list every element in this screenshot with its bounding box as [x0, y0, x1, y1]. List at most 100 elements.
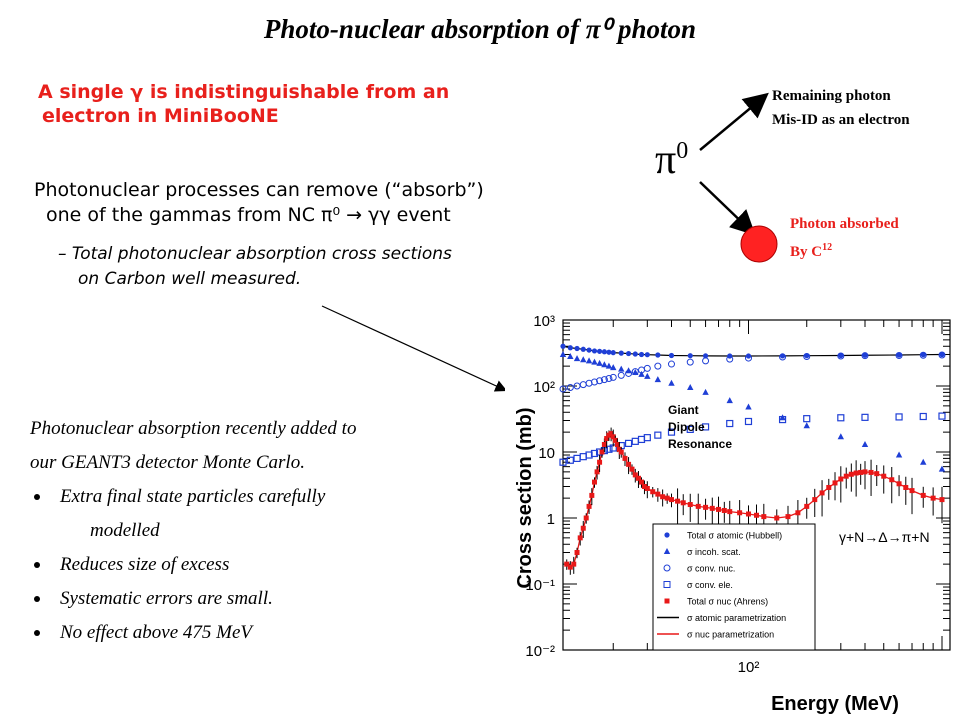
data-point	[660, 494, 666, 500]
data-point	[858, 469, 864, 475]
data-point	[601, 349, 607, 355]
remaining-photon-label: Remaining photon Mis-ID as an electron	[772, 88, 910, 128]
data-point	[605, 362, 613, 369]
data-point	[617, 371, 625, 379]
legend-swatch	[663, 564, 671, 572]
data-point	[726, 419, 734, 428]
bullet-1-text: Extra final state particles carefully	[60, 486, 326, 507]
data-point	[580, 346, 586, 352]
data-point	[939, 351, 945, 358]
data-point	[559, 385, 567, 393]
arrow-remaining-photon	[699, 92, 769, 151]
bullet-4-text: No effect above 475 MeV	[60, 622, 253, 643]
data-point	[626, 461, 632, 467]
data-point	[668, 379, 675, 386]
data-point	[695, 503, 701, 509]
page-title: Photo-nuclear absorption of π⁰ photon	[263, 14, 697, 44]
data-point	[618, 449, 624, 455]
data-point	[803, 352, 811, 360]
data-point	[895, 413, 903, 421]
data-point	[938, 465, 946, 472]
data-point	[604, 436, 610, 442]
data-point	[606, 349, 612, 355]
data-point	[577, 535, 583, 541]
y-tick-label: 10³	[533, 313, 555, 330]
data-point	[819, 490, 825, 496]
data-point	[605, 374, 613, 382]
data-point	[632, 351, 638, 357]
data-point	[608, 431, 614, 437]
data-point	[737, 510, 743, 516]
red-note-line1: A single γ is indistinguishable from an	[38, 81, 450, 103]
legend-label: Total σ atomic (Hubbell)	[687, 531, 782, 541]
legend-marker	[664, 598, 670, 604]
desc-line2: our GEANT3 detector Monte Carlo.	[30, 452, 305, 473]
data-point	[574, 345, 580, 352]
data-point	[686, 358, 694, 366]
data-point	[838, 352, 844, 359]
data-point	[590, 378, 598, 386]
data-point	[571, 561, 577, 567]
data-point	[668, 352, 675, 359]
subpoint-text: – Total photonuclear absorption cross se…	[58, 242, 618, 292]
legend-label: σ nuc parametrization	[687, 630, 774, 640]
data-point	[616, 446, 622, 452]
y-axis-label: Cross section (mb)	[514, 407, 536, 588]
data-point	[862, 352, 868, 358]
data-point	[655, 352, 661, 358]
data-point	[599, 449, 605, 455]
legend-marker	[663, 581, 671, 588]
data-point	[702, 388, 709, 395]
data-point	[610, 364, 617, 371]
data-point	[635, 475, 641, 481]
data-point	[610, 350, 616, 356]
data-point	[701, 423, 710, 431]
data-point	[566, 383, 574, 391]
legend-label: σ conv. nuc.	[687, 564, 735, 574]
data-point	[622, 455, 628, 461]
data-point	[838, 476, 844, 482]
data-point	[778, 415, 787, 424]
data-point	[702, 353, 709, 359]
data-point	[586, 503, 592, 509]
data-point	[654, 362, 662, 370]
x-axis-label: Energy (MeV)	[771, 693, 899, 715]
data-point	[896, 481, 902, 487]
data-point	[686, 425, 694, 434]
data-point	[938, 412, 946, 420]
data-point	[680, 500, 686, 506]
annotation-dipole: Dipole	[668, 420, 705, 434]
data-point	[745, 353, 752, 359]
data-point	[655, 491, 661, 497]
legend-label: σ atomic parametrization	[687, 613, 786, 623]
data-point	[632, 369, 639, 376]
data-point	[596, 348, 603, 354]
y-tick-label: 10⁻¹	[525, 577, 555, 594]
data-point	[687, 383, 694, 390]
data-point	[779, 353, 787, 361]
annotation-giant: Giant	[668, 403, 699, 417]
data-point	[745, 511, 751, 517]
data-point	[938, 351, 946, 359]
data-point	[643, 364, 651, 372]
data-point	[594, 469, 600, 475]
data-point	[853, 470, 859, 476]
y-tick-label: 10²	[533, 379, 555, 396]
data-point	[586, 347, 592, 353]
data-point	[591, 348, 598, 354]
data-point	[687, 353, 693, 359]
data-point	[605, 445, 613, 453]
data-point	[939, 497, 945, 503]
data-point	[785, 514, 791, 520]
data-point	[612, 437, 618, 443]
data-point	[625, 350, 632, 357]
bullet-1: Extra final state particles carefully	[30, 480, 490, 514]
data-point	[580, 356, 587, 363]
data-point	[583, 515, 589, 521]
data-point	[643, 434, 651, 442]
data-point	[566, 456, 574, 464]
bullet-dot-icon	[34, 562, 40, 568]
data-point	[675, 498, 681, 504]
bullet-4: No effect above 475 MeV	[30, 616, 490, 650]
data-point	[559, 351, 567, 358]
